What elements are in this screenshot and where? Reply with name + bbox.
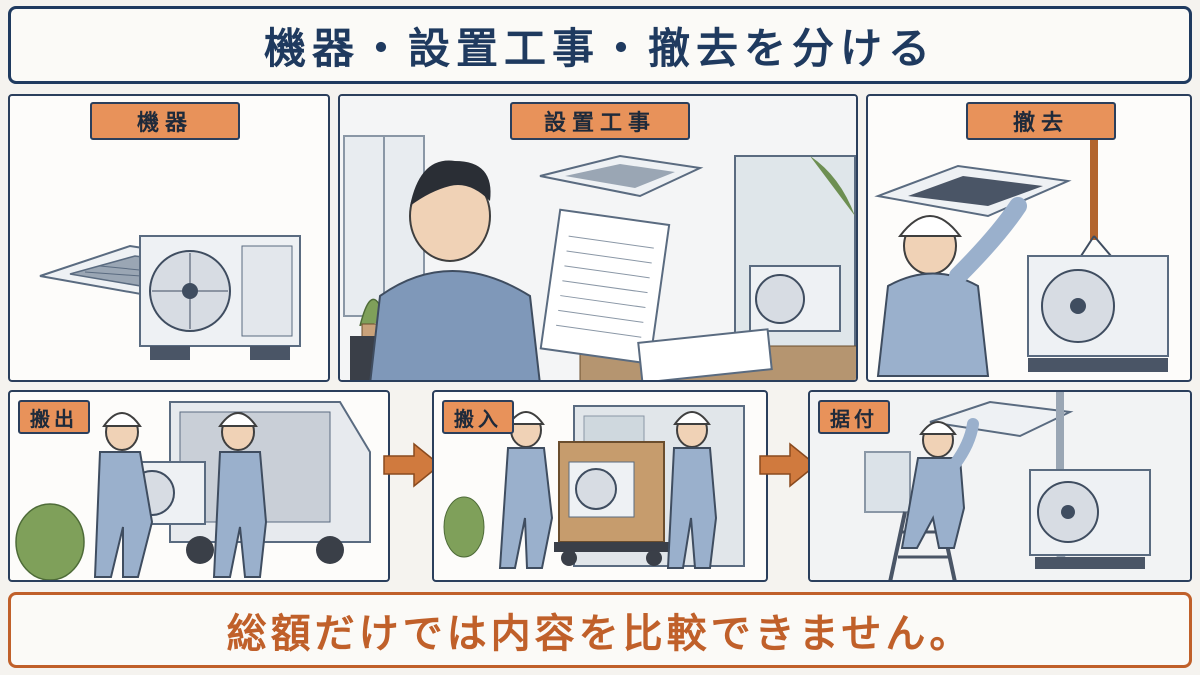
arrow-right-icon xyxy=(383,442,442,488)
label-installation-work: 設置工事 xyxy=(510,102,690,140)
panel-mounting: 据付 xyxy=(808,390,1192,582)
equipment-illustration xyxy=(39,235,301,360)
carry-in-illustration xyxy=(443,405,745,569)
label-mounting: 据付 xyxy=(818,400,890,434)
panel-installation-work: 設置工事 xyxy=(338,94,858,382)
label-carry-out: 搬出 xyxy=(18,400,90,434)
arrow-right-icon xyxy=(759,442,818,488)
panel-removal: 撤去 xyxy=(866,94,1192,382)
label-carry-in: 搬入 xyxy=(442,400,514,434)
mounting-illustration xyxy=(810,392,1190,580)
installation-planning-illustration xyxy=(340,96,856,380)
footer-banner: 総額だけでは内容を比較できません。 xyxy=(8,592,1192,668)
label-removal: 撤去 xyxy=(966,102,1116,140)
title-banner: 機器・設置工事・撤去を分ける xyxy=(8,6,1192,84)
label-equipment: 機器 xyxy=(90,102,240,140)
panel-carry-in: 搬入 xyxy=(432,390,768,582)
page-title: 機器・設置工事・撤去を分ける xyxy=(263,23,936,73)
footer-message: 総額だけでは内容を比較できません。 xyxy=(226,611,974,657)
panel-carry-out: 搬出 xyxy=(8,390,390,582)
carry-out-illustration xyxy=(15,401,371,580)
panel-equipment: 機器 xyxy=(8,94,330,382)
removal-illustration xyxy=(874,140,1169,377)
